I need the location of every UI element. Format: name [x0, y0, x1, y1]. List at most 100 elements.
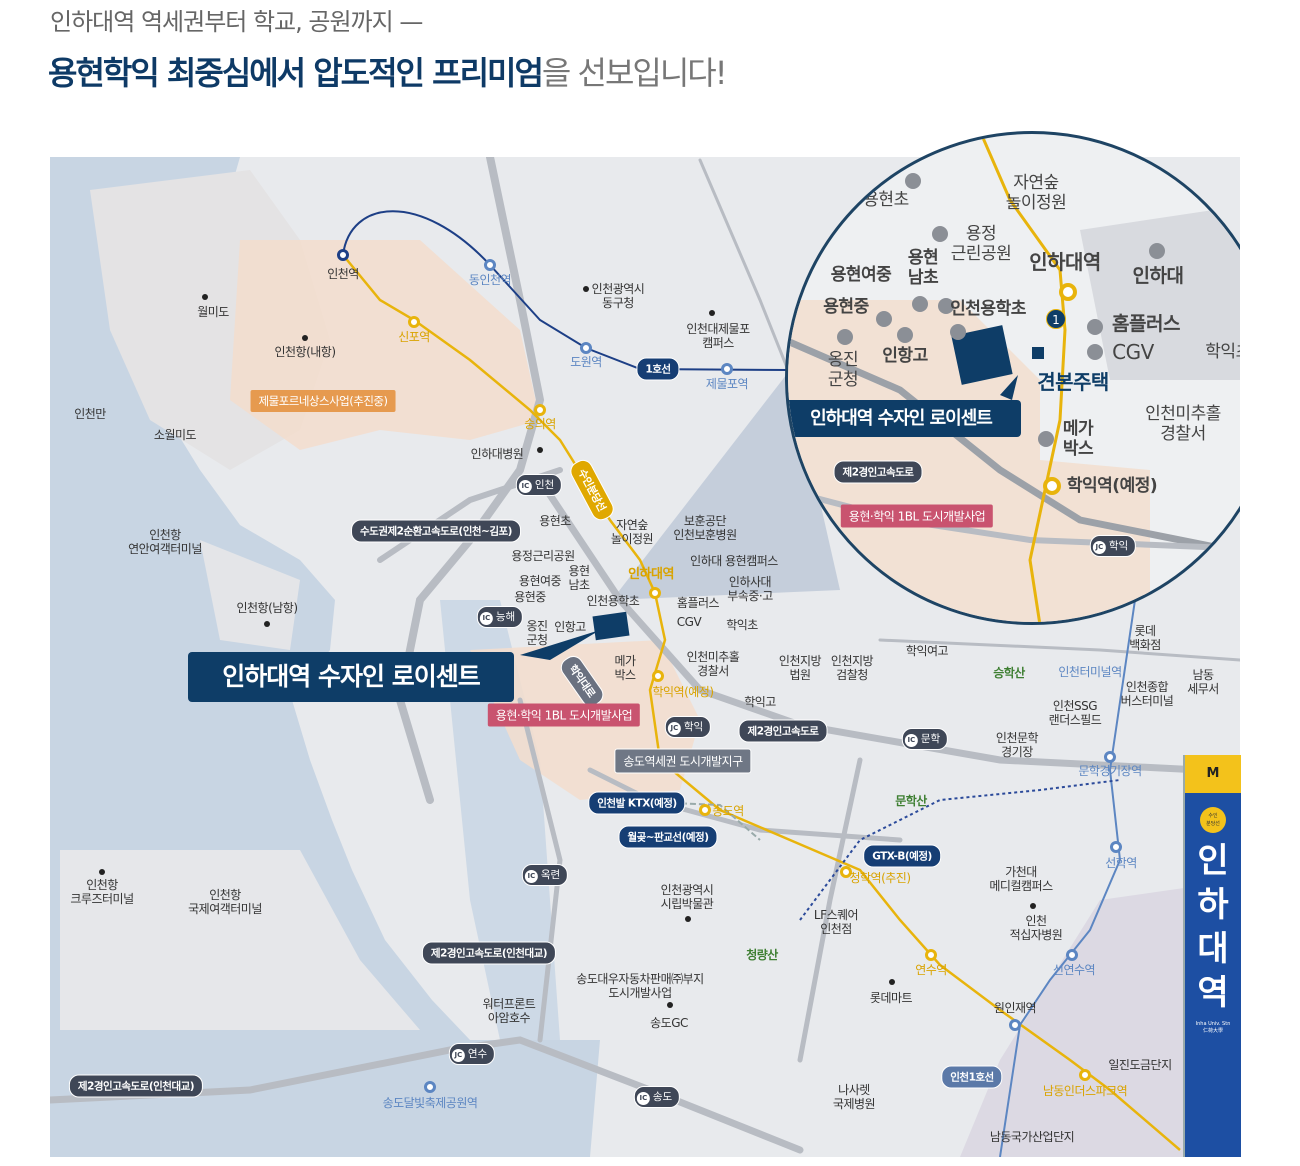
place-label: 인천 적십자병원: [1009, 914, 1063, 942]
rail-plan-label: GTX-B(예정): [863, 844, 941, 868]
place-label: 연수역: [915, 963, 947, 977]
cart-icon: [1087, 319, 1103, 335]
place-label: 롯데마트: [869, 991, 913, 1005]
inset-place-label: CGV: [1112, 340, 1154, 364]
place-label: 인천만: [74, 407, 106, 421]
poi-dot: [1030, 903, 1036, 909]
station-marker[interactable]: [652, 670, 664, 682]
school-icon: [950, 324, 966, 340]
station-marker[interactable]: [840, 866, 852, 878]
station-marker[interactable]: [699, 804, 711, 816]
south-port-land: [200, 540, 300, 650]
poi-dot: [709, 310, 715, 316]
place-label: 용현여중: [518, 574, 562, 588]
ic-icon: IC: [904, 734, 918, 747]
place-label: 제물포역: [705, 377, 749, 391]
inset-site-callout[interactable]: 인하대역 수자인 로이센트: [788, 400, 1021, 437]
inset-place-label: 학익초: [1205, 342, 1240, 362]
place-label: 용정근리공원: [511, 549, 575, 563]
station-marker[interactable]: [1009, 1019, 1021, 1031]
header-title-rest: 을 선보입니다!: [541, 54, 728, 92]
ic-name: 학익: [683, 721, 704, 733]
poi-dot: [685, 916, 691, 922]
station-marker[interactable]: [721, 363, 733, 375]
place-label: 송도대우자동차판매㈜부지 도시개발사업: [576, 972, 704, 1000]
exit-number-marker: 1: [1046, 309, 1066, 329]
place-label: 송도달빛축제공원역: [382, 1096, 478, 1110]
mountain-label: 문학산: [895, 794, 927, 808]
sign-station-name: 인 하 대 역: [1197, 841, 1229, 1013]
station-marker[interactable]: [1079, 1069, 1091, 1081]
station-marker[interactable]: [337, 249, 349, 261]
place-label: 가천대 메디컬캠퍼스: [989, 865, 1053, 893]
place-label: 학익초: [726, 618, 758, 632]
line-badge: 수인 분당선: [1200, 807, 1226, 833]
station-marker[interactable]: [408, 316, 420, 328]
ic-icon: IC: [479, 612, 493, 625]
station-marker[interactable]: [1110, 841, 1122, 853]
government-icon: [837, 329, 853, 345]
inha-station-marker[interactable]: [1059, 283, 1077, 301]
inset-place-label: 인천미추홀 경찰서: [1145, 404, 1221, 444]
inset-place-label: 용현여중: [830, 265, 892, 285]
hakik-station-marker[interactable]: [1043, 477, 1061, 495]
station-marker[interactable]: [1066, 949, 1078, 961]
ic-name: 학익: [1108, 540, 1129, 552]
songdo-land: [60, 850, 420, 1030]
place-label: 인천종합 버스터미널: [1120, 680, 1174, 708]
place-label: 인하사대 부속중·고: [727, 575, 773, 603]
place-label: 인천대제물포 캠퍼스: [686, 322, 750, 350]
station-marker[interactable]: [649, 587, 661, 599]
inset-place-label: 인하대: [1132, 265, 1184, 287]
place-label: 인천항 연안여객터미널: [128, 528, 202, 556]
place-label: LF스퀘어 인천점: [813, 908, 859, 936]
place-label: 월미도: [197, 305, 229, 319]
station-marker[interactable]: [580, 342, 592, 354]
station-marker[interactable]: [925, 949, 937, 961]
poi-dot: [302, 335, 308, 341]
place-label: 남동 세무서: [1187, 668, 1219, 696]
place-label: 도원역: [570, 355, 602, 369]
inset-place-label: 인천용학초: [950, 299, 1026, 319]
subway-icon: M: [1185, 755, 1241, 793]
place-label: 숭의역: [524, 417, 556, 431]
jc-icon: JC: [667, 722, 681, 735]
jc-icon: JC: [1092, 541, 1106, 554]
station-marker[interactable]: [424, 1081, 436, 1093]
channel: [440, 600, 560, 1040]
place-label: 워터프론트 아암호수: [482, 997, 536, 1025]
place-label: 용현중: [514, 590, 546, 604]
rail-plan-label: 월곶~판교선(예정): [618, 825, 718, 849]
zoom-inset[interactable]: 1 용현초 자연숲 놀이정원 용정 근린공원 인하대역 인하대 용현여중 용현 …: [785, 131, 1240, 625]
poi-dot: [667, 1002, 673, 1008]
inset-zone-label: 용현·학익 1BL 도시개발사업: [840, 504, 994, 528]
station-marker[interactable]: [1104, 751, 1116, 763]
place-label: 용현 남초: [568, 564, 590, 592]
place-label: 학익여고: [905, 644, 949, 658]
place-label: 자연숲 놀이정원: [610, 518, 654, 546]
inset-place-label: 인항고: [882, 346, 928, 366]
ic-name: 송도: [652, 1091, 673, 1103]
station-marker[interactable]: [484, 259, 496, 271]
place-label: 일진도금단지: [1108, 1058, 1172, 1072]
place-label: 인항고: [554, 620, 586, 634]
school-icon: [876, 311, 892, 327]
inset-place-label: 홈플러스: [1112, 313, 1180, 335]
industrial-zone: [960, 880, 1240, 1157]
site-callout[interactable]: 인하대역 수자인 로이센트: [188, 652, 514, 702]
place-label: 학익고: [744, 695, 776, 709]
place-label: 용현초: [539, 514, 571, 528]
place-label: 인천광역시 동구청: [591, 282, 645, 310]
zone-label: 용현·학익 1BL 도시개발사업: [487, 703, 641, 727]
road-label: 제2경인고속도로: [738, 719, 828, 743]
place-label: 인천문학 경기장: [995, 731, 1039, 759]
place-label: 홈플러스: [676, 596, 720, 610]
place-label: 선학역: [1105, 856, 1137, 870]
station-marker[interactable]: [534, 404, 546, 416]
ic-name: 능해: [495, 611, 516, 623]
place-label: 인천광역시 시립박물관: [660, 883, 714, 911]
place-label: 인천용학초: [586, 594, 640, 608]
